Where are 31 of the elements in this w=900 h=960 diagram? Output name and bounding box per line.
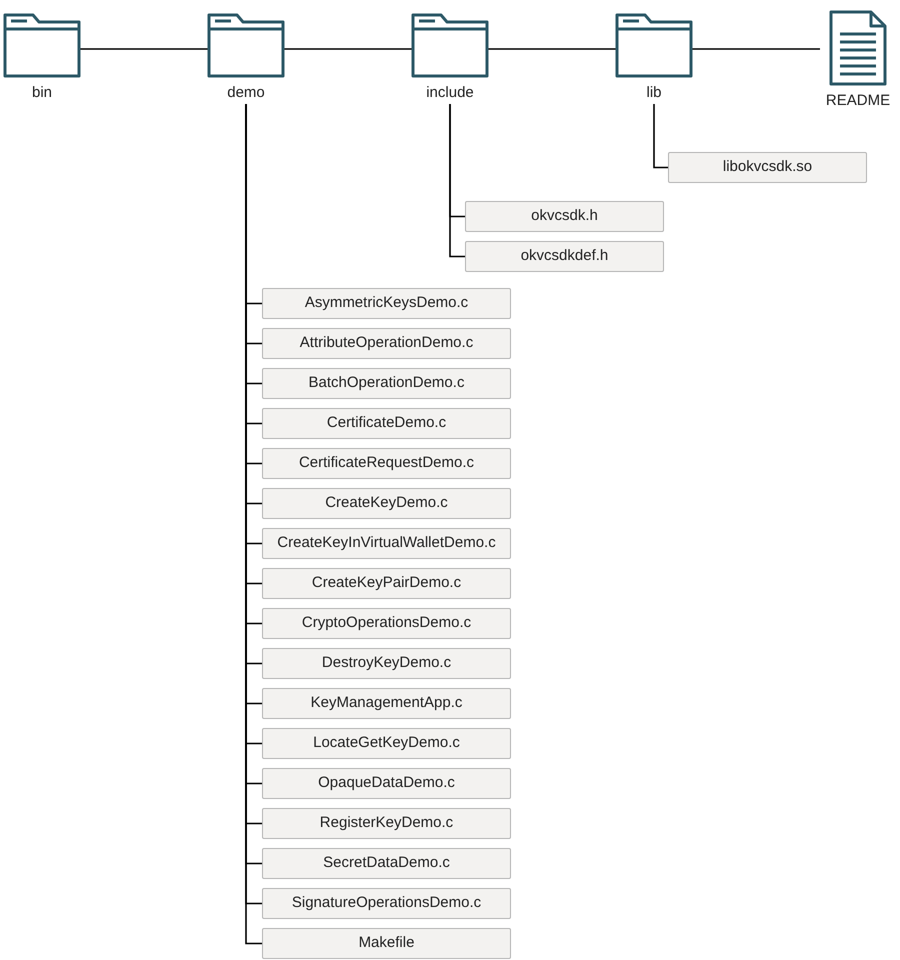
file-box: BatchOperationDemo.c [262, 368, 511, 399]
connector-line [284, 48, 412, 50]
folder-label: bin [32, 84, 52, 102]
file-box: okvcsdkdef.h [465, 241, 664, 272]
file-box: CertificateRequestDemo.c [262, 448, 511, 479]
file-box: CryptoOperationsDemo.c [262, 608, 511, 639]
file-box: okvcsdk.h [465, 201, 664, 232]
folder-label: README [826, 92, 890, 110]
file-box: OpaqueDataDemo.c [262, 768, 511, 799]
file-box: AttributeOperationDemo.c [262, 328, 511, 359]
folder-label: include [426, 84, 474, 102]
file-box: libokvcsdk.so [668, 152, 867, 183]
file-box: LocateGetKeyDemo.c [262, 728, 511, 759]
connector-line [488, 48, 616, 50]
file-box: CreateKeyDemo.c [262, 488, 511, 519]
connector-line [692, 48, 820, 50]
file-box: CreateKeyPairDemo.c [262, 568, 511, 599]
file-box: CreateKeyInVirtualWalletDemo.c [262, 528, 511, 559]
file-box: Makefile [262, 928, 511, 959]
file-box: AsymmetricKeysDemo.c [262, 288, 511, 319]
file-box: RegisterKeyDemo.c [262, 808, 511, 839]
connector-line [449, 104, 465, 258]
file-box: SecretDataDemo.c [262, 848, 511, 879]
connector-line [80, 48, 208, 50]
connector-line [653, 104, 668, 168]
file-box: CertificateDemo.c [262, 408, 511, 439]
folder-label: demo [227, 84, 265, 102]
file-box: SignatureOperationsDemo.c [262, 888, 511, 919]
folder-label: lib [646, 84, 662, 102]
file-box: KeyManagementApp.c [262, 688, 511, 719]
file-box: DestroyKeyDemo.c [262, 648, 511, 679]
